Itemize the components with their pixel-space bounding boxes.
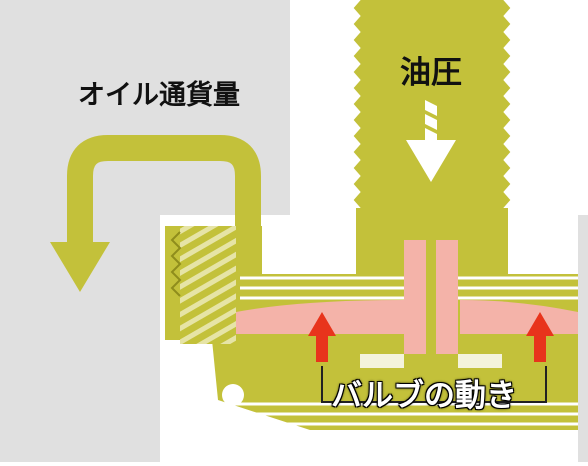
- center-stem-right: [436, 240, 458, 354]
- up-arrow-icon: [308, 312, 554, 362]
- piston-body: [356, 208, 508, 274]
- oil-flow-label: オイル通貨量: [78, 80, 240, 111]
- valve-motion-label: バルブの動き: [331, 378, 517, 414]
- inner-plate-right: [458, 354, 502, 368]
- piston-right-shoulder: [508, 214, 578, 274]
- center-stem-left: [404, 240, 426, 354]
- shim-stack: [240, 276, 578, 300]
- u-turn-down-arrow-icon: [67, 135, 261, 248]
- rod-thread-left: [353, 0, 364, 209]
- cylinder-hatched-wall: [180, 226, 236, 344]
- shim-right: [460, 300, 578, 334]
- flow-arrowhead: [50, 242, 110, 292]
- housing-background: [0, 0, 290, 462]
- oil-pressure-label: 油圧: [400, 55, 462, 91]
- bleed-hole: [222, 384, 244, 406]
- valve-bracket: [321, 366, 547, 403]
- rod-thread-right: [500, 0, 511, 209]
- lower-housing: [222, 402, 578, 426]
- cylinder-wall-thread: [170, 231, 182, 297]
- inner-plate-left: [360, 354, 404, 368]
- housing-right-strip: [578, 215, 588, 462]
- down-arrow-icon: [406, 100, 456, 182]
